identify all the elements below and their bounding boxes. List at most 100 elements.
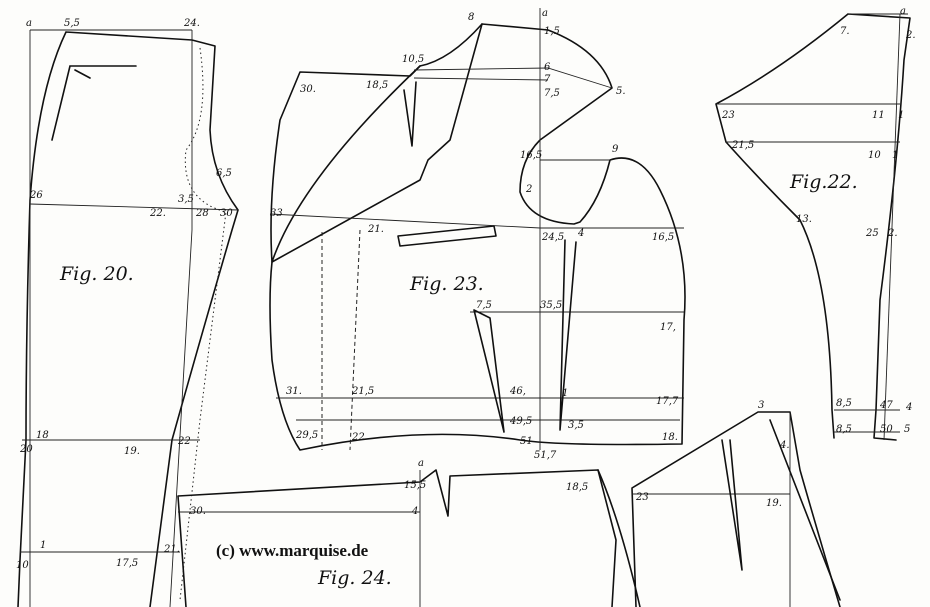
fig22-title: Fig.22. — [789, 171, 858, 193]
fig22-mark-8-5: 8,5 — [836, 398, 852, 409]
fig23-lapel — [271, 23, 483, 263]
fig22-vertical — [883, 13, 901, 441]
fig20-title: Fig. 20. — [59, 263, 134, 285]
fig25-line-2 — [769, 419, 841, 601]
fig23-mark-18: 18. — [662, 432, 678, 443]
fig23-mark-8: 8 — [468, 12, 474, 23]
fig20-mark-24: 24. — [183, 18, 200, 29]
fig22-mark-4: 4 — [905, 402, 912, 413]
fig23-pocket — [397, 225, 497, 247]
fig20-mark-1: 1 — [40, 540, 46, 551]
fig23-neck-dart — [403, 81, 417, 147]
fig24-mark-a: a — [418, 458, 424, 469]
fig20-mark-28: 28 — [195, 208, 209, 219]
fig25-mark-19: 19. — [766, 498, 782, 509]
fig23-mark-16-5: 16,5 — [520, 150, 542, 161]
fig25-mark-4: 4. — [779, 440, 790, 451]
fig22-mark-8-5b: 8,5 — [836, 424, 852, 435]
fig24-mark-30: 30. — [190, 506, 206, 517]
fig20-mark-10: 10 — [16, 560, 29, 571]
fig20-chest-line — [29, 203, 239, 211]
copyright-text: (c) www.marquise.de — [216, 541, 369, 560]
fig20-mark-19: 19. — [124, 446, 140, 457]
fig23-mark-3-5: 3,5 — [568, 420, 584, 431]
fig23-mark-35-5: 35,5 — [540, 300, 562, 311]
fig23-mark-46: 46, — [509, 386, 526, 397]
fig23-mark-5: 5. — [616, 86, 626, 97]
fig23-upper-line — [413, 67, 613, 89]
fig23-mark-4: 4 — [577, 228, 584, 239]
fig25-dart — [721, 439, 743, 571]
fig22-mark-2b: 2. — [887, 228, 898, 239]
fig23-mark-51-7: 51,7 — [534, 450, 557, 461]
fig23-dart-2 — [559, 239, 577, 431]
fig25-pattern — [631, 411, 841, 607]
fig23-mark-16-5b: 16,5 — [652, 232, 674, 243]
fig20-mark-5-5: 5,5 — [64, 18, 80, 29]
fig20-mark-21: 21. — [163, 544, 180, 555]
fig24-title: Fig. 24. — [317, 567, 392, 589]
fig23-mark-49-5: 49,5 — [509, 416, 532, 427]
fig22-mark-47: 47 — [879, 400, 893, 411]
fig22-mark-21-5: 21,5 — [731, 140, 754, 151]
fig23-mark-9: 9 — [612, 144, 619, 155]
fig22-mark-10: 10 — [868, 150, 881, 161]
fig22-mark-1b: 1 — [892, 150, 898, 161]
fig22-mark-2: 2. — [905, 30, 916, 41]
fig23-button-line — [349, 229, 361, 451]
fig23-pattern — [269, 8, 686, 451]
fig23-mark-21: 21. — [367, 224, 384, 235]
fig22-mark-5: 5 — [904, 424, 910, 435]
fig20-dotted-side — [179, 47, 227, 601]
fig23-mark-a: a — [542, 8, 548, 19]
fig23-mark-1: 1 — [562, 388, 568, 399]
fig23-mark-6: 6 — [544, 62, 551, 73]
fig23-mark-18-5: 18,5 — [366, 80, 388, 91]
fig22-mark-7: 7. — [840, 26, 850, 37]
fig20-mark-22b: 22 — [177, 436, 191, 447]
fig23-mark-24-5: 24,5 — [541, 232, 564, 243]
fig23-dart-1 — [473, 309, 505, 433]
fig20-mark-3-5: 3,5 — [178, 194, 194, 205]
fig20-pattern — [17, 29, 239, 607]
fig22-mark-25: 25 — [865, 228, 879, 239]
fig23-line-7 — [413, 77, 549, 81]
fig24-mark-18-5: 18,5 — [566, 482, 588, 493]
fig23-mark-30: 30. — [300, 84, 316, 95]
fig23-mark-22: 22 — [351, 432, 365, 443]
fig23-mark-7-5: 7,5 — [544, 88, 560, 99]
fig22-mark-1: 1 — [898, 110, 904, 121]
fig23-mark-51: 51 — [520, 436, 533, 447]
fig20-mark-20: 20 — [19, 444, 33, 455]
fig23-outline — [269, 23, 686, 451]
fig23-chest-line — [269, 213, 684, 229]
fig23-mark-1-5: 1,5 — [544, 26, 560, 37]
fig23-mark-17-7: 17,7 — [656, 396, 679, 407]
fig20-mark-30: 30 — [220, 208, 233, 219]
fig24-outline — [177, 469, 617, 607]
fig23-mark-29-5: 29,5 — [295, 430, 318, 441]
fig23-mark-33: 33 — [270, 208, 283, 219]
fig20-outline — [17, 31, 239, 607]
fig25-mark-23: 23 — [635, 492, 649, 503]
fig20-vertical-192 — [169, 30, 193, 607]
fig23-mark-17: 17, — [660, 322, 676, 333]
fig23-mark-10-5: 10,5 — [402, 54, 424, 65]
fig23-mark-7-5b: 7,5 — [476, 300, 492, 311]
fig20-mark-17-5: 17,5 — [116, 558, 138, 569]
fig23-title: Fig. 23. — [409, 273, 484, 295]
fig25-mark-3: 3 — [758, 400, 764, 411]
fig23-mark-7: 7 — [544, 74, 551, 85]
fig20-mark-26: 26 — [29, 190, 43, 201]
fig20-mark-a: a — [26, 18, 32, 29]
fig22-mark-23: 23 — [721, 110, 735, 121]
fig24-mark-4: 4 — [411, 506, 418, 517]
fig22-mark-11: 11 — [872, 110, 885, 121]
fig23-mark-31: 31. — [286, 386, 302, 397]
fig22-mark-a: a — [900, 6, 906, 17]
fig22-outline — [715, 13, 911, 441]
fig23-mark-2: 2 — [525, 184, 532, 195]
fig22-pattern — [715, 13, 911, 441]
